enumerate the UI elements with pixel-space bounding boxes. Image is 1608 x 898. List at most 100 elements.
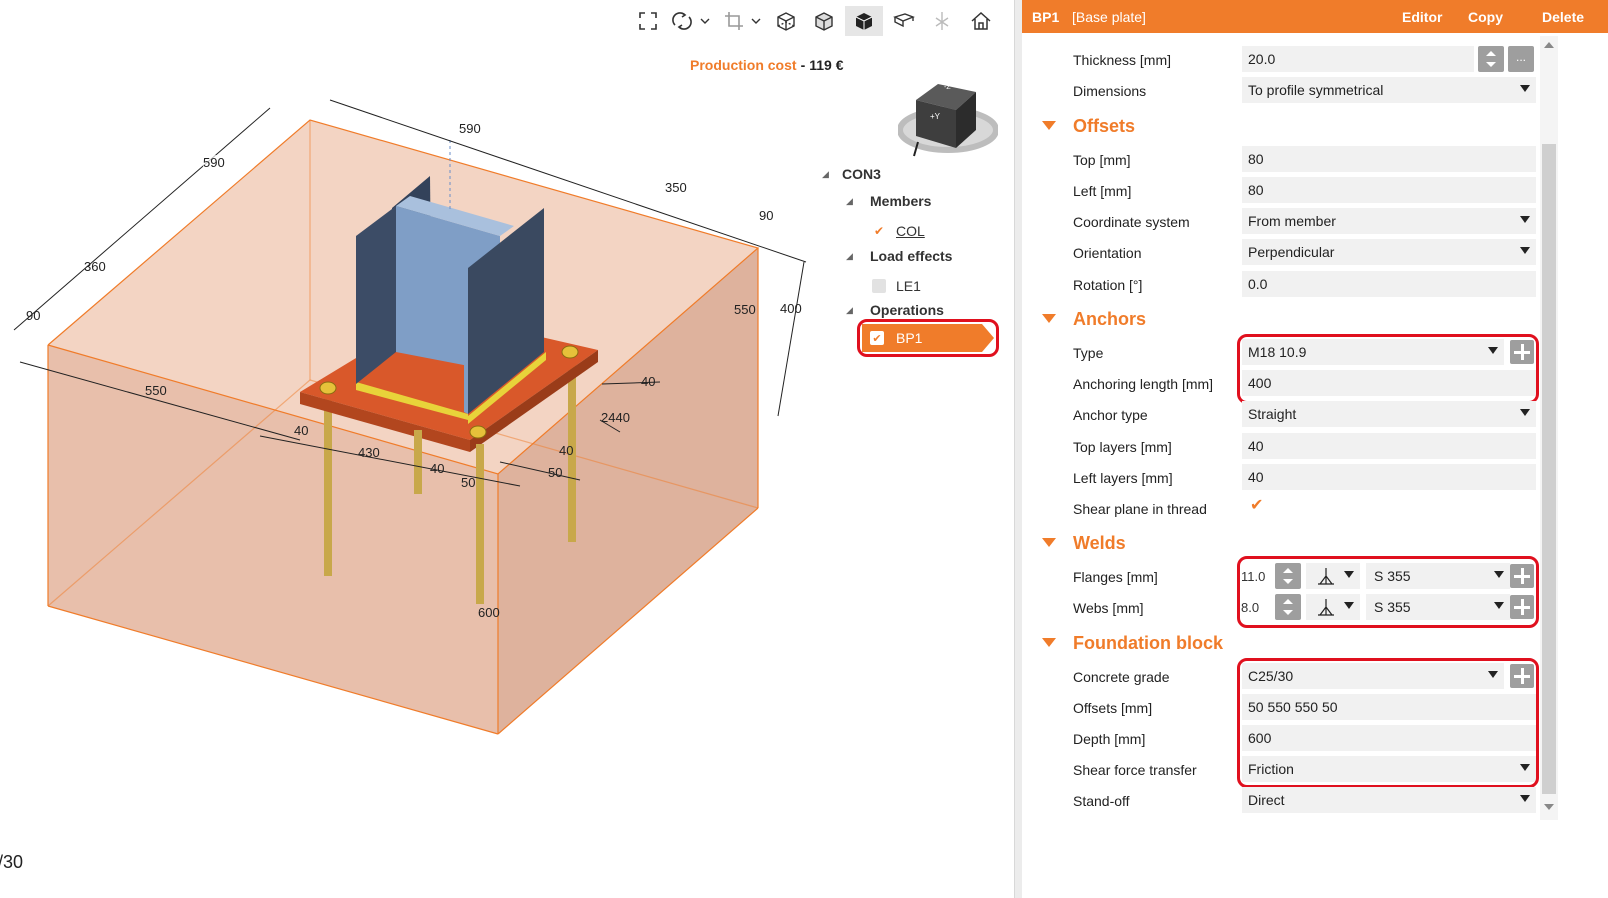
dim-label: 550: [145, 383, 167, 398]
dim-label: 590: [203, 155, 225, 170]
depth-value: 600: [1248, 730, 1272, 746]
chevron-down-icon[interactable]: [749, 6, 763, 36]
wireframe-view-icon[interactable]: [771, 6, 801, 36]
rotation-input[interactable]: 0.0: [1242, 271, 1536, 297]
solid-view-icon[interactable]: [845, 6, 883, 36]
add-anchor-type-button[interactable]: [1510, 340, 1534, 364]
panel-splitter[interactable]: [1014, 0, 1022, 898]
dim-label: 50: [461, 475, 476, 490]
tree-item-bp1[interactable]: ✔BP1: [857, 319, 999, 357]
webs-value[interactable]: 8.0: [1241, 599, 1260, 615]
anchor-size-select[interactable]: M18 10.9: [1242, 339, 1504, 365]
tree-item-le1[interactable]: LE1: [872, 278, 921, 294]
rotate-icon[interactable]: [668, 6, 696, 36]
tree-root[interactable]: ◢ CON3: [822, 166, 881, 182]
thickness-input[interactable]: 20.0: [1242, 46, 1474, 72]
foundation-offsets-input[interactable]: 50 550 550 50: [1242, 694, 1536, 720]
offset-top-input[interactable]: 80: [1242, 146, 1536, 172]
flanges-weld-type-select[interactable]: [1306, 563, 1360, 589]
checkbox-unchecked-icon[interactable]: [872, 279, 886, 293]
add-concrete-grade-button[interactable]: [1510, 664, 1534, 688]
orientation-label: Orientation: [1073, 245, 1142, 261]
anchoring-length-label: Anchoring length [mm]: [1073, 376, 1214, 392]
section-foundation-title[interactable]: Foundation block: [1073, 633, 1223, 653]
dimensions-label: Dimensions: [1073, 83, 1147, 99]
collapse-triangle-icon[interactable]: ◢: [822, 168, 829, 179]
tree-members[interactable]: ◢ Members: [846, 193, 931, 209]
section-anchors-title[interactable]: Anchors: [1073, 309, 1147, 329]
base-plate-side: [470, 350, 598, 452]
section-view-icon[interactable]: [890, 6, 918, 36]
dim-label: 550: [734, 302, 756, 317]
webs-stepper[interactable]: [1275, 594, 1301, 620]
fillet-weld-icon: [1318, 599, 1334, 616]
flanges-stepper[interactable]: [1275, 563, 1301, 589]
dropdown-arrow-icon: [1520, 216, 1530, 223]
dimensions-select[interactable]: To profile symmetrical: [1242, 77, 1536, 103]
editor-button[interactable]: Editor: [1402, 9, 1443, 25]
anchoring-length-input[interactable]: 400: [1242, 370, 1536, 396]
checkbox-checked-icon[interactable]: ✔: [870, 331, 884, 345]
3d-scene[interactable]: [0, 0, 1014, 898]
checkbox-checked-icon[interactable]: ✔: [873, 224, 885, 238]
navigation-cube[interactable]: +Y -Z: [897, 72, 999, 163]
concrete-grade-select[interactable]: C25/30: [1242, 663, 1504, 689]
concrete-grade-label: Concrete grade: [1073, 669, 1170, 685]
scroll-down-icon[interactable]: [1544, 804, 1554, 810]
scrollbar-thumb[interactable]: [1542, 144, 1556, 794]
thickness-more-button[interactable]: ...: [1508, 46, 1534, 72]
webs-material-select[interactable]: S 355: [1366, 594, 1510, 620]
dim-label: 2440: [601, 410, 630, 425]
3d-viewport[interactable]: 590 590 350 90 360 90 550 400 550 40 244…: [0, 0, 1014, 898]
thickness-stepper[interactable]: [1478, 46, 1504, 72]
offset-left-label: Left [mm]: [1073, 183, 1132, 199]
transparent-view-icon[interactable]: [809, 6, 839, 36]
anchor-type-select[interactable]: Straight: [1242, 401, 1536, 427]
fit-view-icon[interactable]: [634, 6, 662, 36]
section-offsets-title[interactable]: Offsets: [1073, 116, 1136, 136]
section-collapse-icon[interactable]: [1042, 314, 1056, 323]
section-collapse-icon[interactable]: [1042, 121, 1056, 130]
collapse-triangle-icon[interactable]: ◢: [846, 250, 853, 261]
tree-item-col[interactable]: ✔ COL: [872, 223, 925, 239]
anchor-bolt: [568, 350, 576, 542]
dropdown-arrow-icon: [1344, 602, 1354, 609]
scroll-up-icon[interactable]: [1544, 42, 1554, 48]
chevron-down-icon[interactable]: [698, 6, 712, 36]
coordinate-system-select[interactable]: From member: [1242, 208, 1536, 234]
flanges-value[interactable]: 11.0: [1241, 568, 1266, 584]
left-layers-input[interactable]: 40: [1242, 464, 1536, 490]
webs-weld-type-select[interactable]: [1306, 594, 1360, 620]
collapse-triangle-icon[interactable]: ◢: [846, 304, 853, 315]
depth-input[interactable]: 600: [1242, 725, 1536, 751]
shear-transfer-select[interactable]: Friction: [1242, 756, 1536, 782]
panel-scrollbar[interactable]: [1540, 36, 1558, 820]
top-layers-input[interactable]: 40: [1242, 433, 1536, 459]
collapse-triangle-icon[interactable]: ◢: [846, 195, 853, 206]
orientation-select[interactable]: Perpendicular: [1242, 239, 1536, 265]
dim-label: 40: [430, 461, 445, 476]
coordinate-system-value: From member: [1248, 213, 1336, 229]
copy-button[interactable]: Copy: [1468, 9, 1503, 25]
flanges-material-select[interactable]: S 355: [1366, 563, 1510, 589]
shear-plane-checkbox[interactable]: ✔: [1250, 497, 1264, 514]
home-icon[interactable]: [966, 6, 996, 36]
stand-off-select[interactable]: Direct: [1242, 787, 1536, 813]
weld: [468, 352, 546, 424]
section-collapse-icon[interactable]: [1042, 538, 1056, 547]
tree-load-effects[interactable]: ◢ Load effects: [846, 248, 952, 264]
tree-members-label: Members: [870, 193, 932, 209]
add-flange-material-button[interactable]: [1510, 564, 1534, 588]
dim-label: 90: [26, 308, 41, 323]
delete-button[interactable]: Delete: [1542, 9, 1585, 25]
offset-left-input[interactable]: 80: [1242, 177, 1536, 203]
tree-operations[interactable]: ◢ Operations: [846, 302, 944, 318]
dim-label: 40: [559, 443, 574, 458]
tree-root-label: CON3: [842, 166, 881, 182]
section-collapse-icon[interactable]: [1042, 638, 1056, 647]
section-welds-title[interactable]: Welds: [1073, 533, 1126, 553]
shear-transfer-value: Friction: [1248, 761, 1294, 777]
crop-icon[interactable]: [720, 6, 748, 36]
add-web-material-button[interactable]: [1510, 595, 1534, 619]
axis-icon[interactable]: [928, 6, 956, 36]
